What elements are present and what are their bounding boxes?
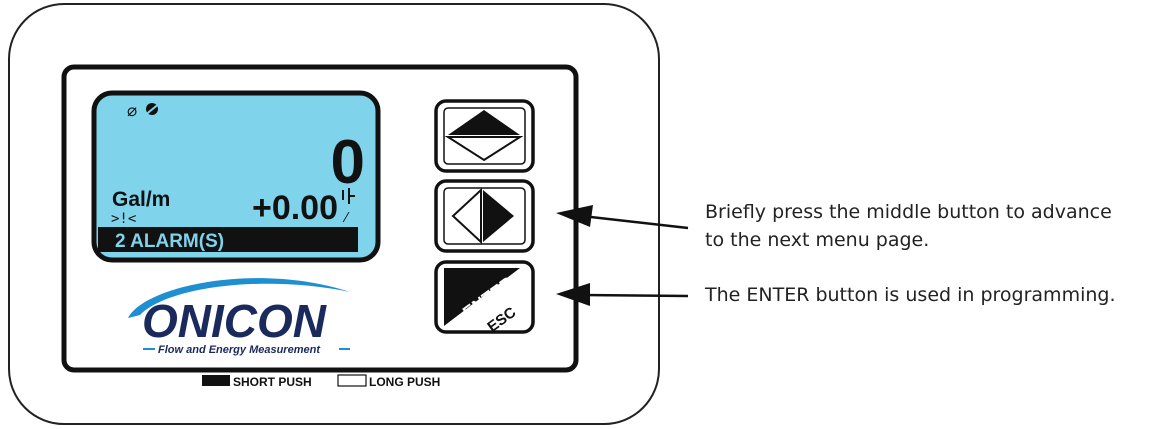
totalizer-icon: ⁄: [342, 188, 355, 226]
status-icons: ⌀: [127, 101, 137, 121]
onicon-logo: ONICON Flow and Energy Measurement: [128, 278, 350, 356]
value-large: 0: [331, 128, 365, 197]
left-right-triangle-icon: [483, 190, 514, 242]
enter-button-callout: The ENTER button is used in programming.: [705, 281, 1116, 309]
advance-button[interactable]: [434, 179, 535, 253]
lcd-screen: [91, 90, 381, 263]
callout-line-2: to the next menu page.: [705, 229, 930, 251]
up-down-button[interactable]: [434, 99, 535, 173]
enter-button-arrow: [556, 283, 689, 306]
units-label: Gal/m: [112, 188, 170, 211]
svg-text:ONICON: ONICON: [142, 295, 327, 347]
callout-line-1: Briefly press the middle button to advan…: [705, 201, 1112, 223]
svg-text:Flow and Energy Measurement: Flow and Energy Measurement: [158, 344, 321, 356]
long-push-swatch: [337, 374, 367, 387]
flow-direction-icon: >!<: [111, 211, 136, 227]
alarm-text: 2 ALARM(S): [115, 231, 224, 252]
short-push-label: SHORT PUSH: [233, 375, 312, 389]
up-down-triangle-icon: [448, 110, 520, 135]
alarm-bar: [98, 227, 358, 252]
value-small: +0.00: [252, 189, 338, 227]
svg-text:⁄: ⁄: [342, 211, 350, 226]
enter-esc-button[interactable]: ENTER ESC: [434, 260, 535, 336]
short-push-swatch: [202, 375, 230, 386]
callout-enter-text: The ENTER button is used in programming.: [705, 284, 1116, 306]
long-push-label: LONG PUSH: [369, 375, 440, 389]
middle-button-arrow: [556, 205, 689, 230]
middle-button-callout: Briefly press the middle button to advan…: [705, 198, 1112, 254]
